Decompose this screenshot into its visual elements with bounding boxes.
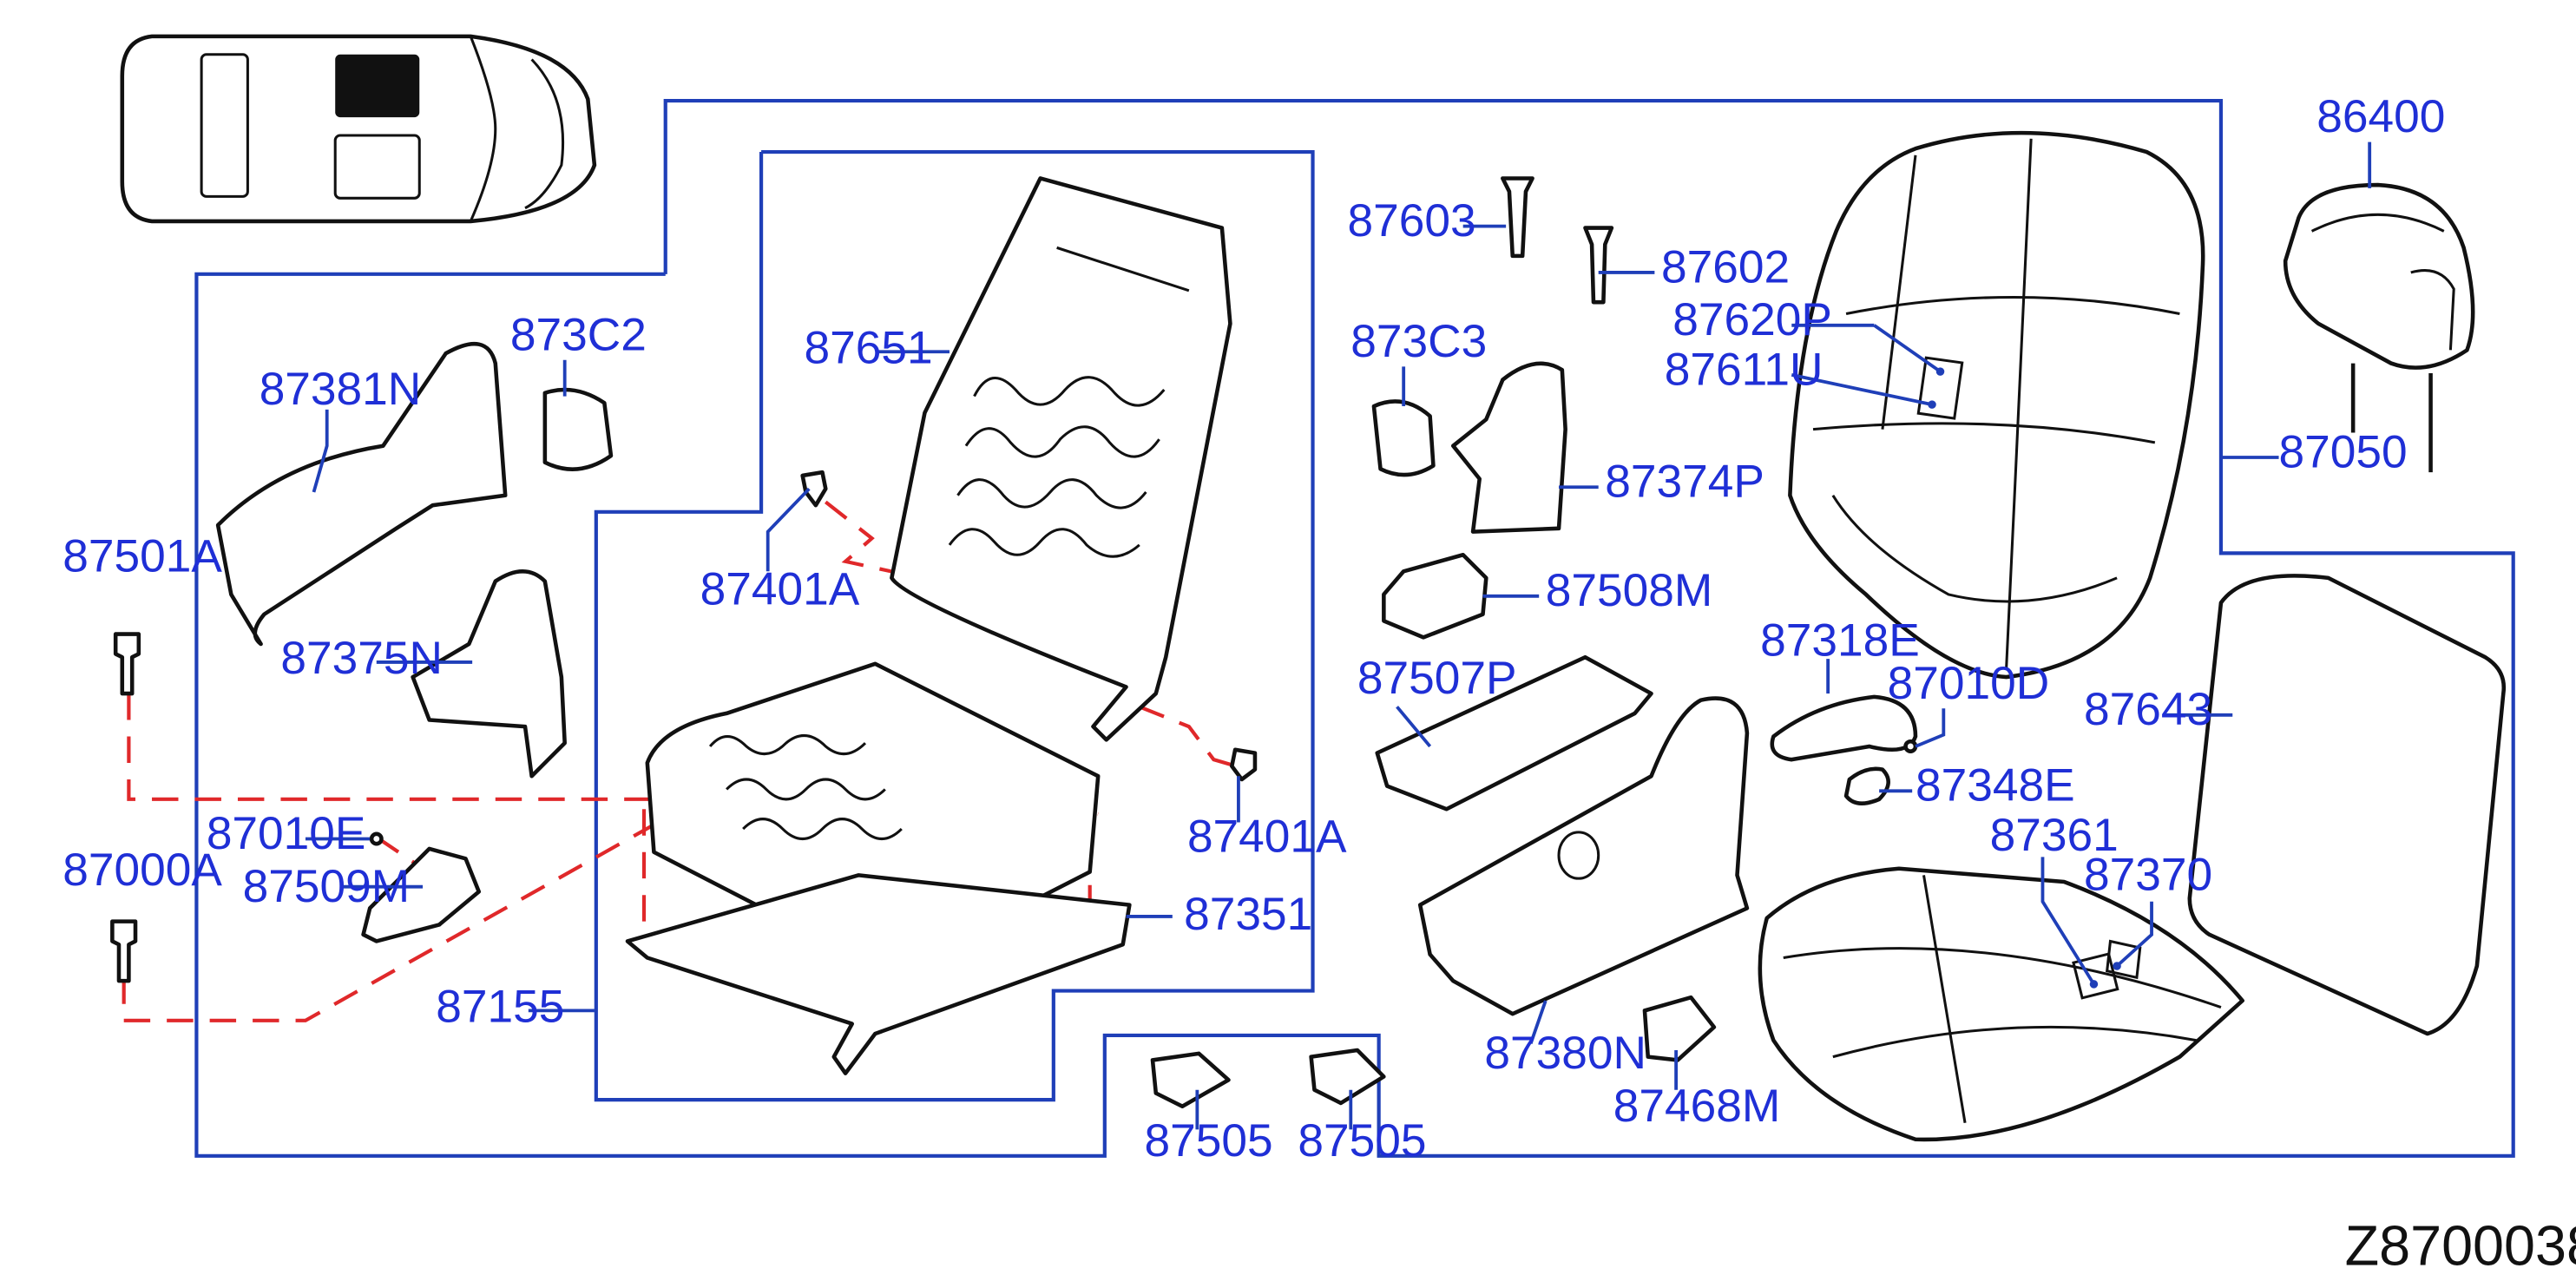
part-label-87509m[interactable]: 87509M bbox=[243, 861, 411, 912]
part-drawings bbox=[110, 130, 2507, 1142]
side-trim-upper-right-part bbox=[1371, 361, 1567, 534]
part-label-873c3[interactable]: 873C3 bbox=[1350, 316, 1487, 367]
part-label-87380n[interactable]: 87380N bbox=[1484, 1028, 1646, 1079]
bolts-part bbox=[1501, 176, 1614, 305]
part-label-87611u[interactable]: 87611U bbox=[1665, 344, 1824, 395]
part-label-87381n[interactable]: 87381N bbox=[260, 364, 422, 415]
part-label-87505-b[interactable]: 87505 bbox=[1298, 1115, 1426, 1166]
car-top-view-icon bbox=[120, 34, 597, 224]
part-label-87155[interactable]: 87155 bbox=[436, 982, 564, 1033]
part-label-87374p[interactable]: 87374P bbox=[1605, 457, 1764, 508]
part-label-87401a-left[interactable]: 87401A bbox=[700, 563, 860, 614]
part-label-87501a[interactable]: 87501A bbox=[62, 530, 222, 582]
part-label-87361[interactable]: 87361 bbox=[1990, 810, 2119, 861]
part-label-873c2[interactable]: 873C2 bbox=[510, 309, 647, 360]
part-label-87507p[interactable]: 87507P bbox=[1357, 653, 1517, 704]
part-label-87010e[interactable]: 87010E bbox=[207, 808, 366, 859]
handle-part bbox=[1770, 694, 1918, 805]
part-label-87468m[interactable]: 87468M bbox=[1613, 1081, 1781, 1132]
cushion-frame-part bbox=[625, 661, 1132, 1075]
diagram-code: Z8700038 bbox=[2345, 1213, 2576, 1277]
part-label-87370[interactable]: 87370 bbox=[2084, 849, 2212, 900]
part-label-87010d[interactable]: 87010D bbox=[1888, 658, 2050, 709]
side-trim-lower-left-part bbox=[411, 569, 567, 779]
clip-part-a bbox=[1150, 1051, 1231, 1109]
bracket-87508m-part bbox=[1382, 552, 1488, 640]
leader-endpoints bbox=[1928, 367, 2121, 989]
part-label-87602[interactable]: 87602 bbox=[1661, 241, 1790, 292]
seat-cushion-part bbox=[1758, 866, 2244, 1142]
part-label-87505-a[interactable]: 87505 bbox=[1144, 1115, 1272, 1166]
bracket-87509m-part bbox=[361, 831, 482, 943]
lever-87468m-part bbox=[1642, 995, 1717, 1062]
leader-lines bbox=[305, 141, 2372, 1130]
part-label-87508m[interactable]: 87508M bbox=[1546, 565, 1713, 616]
part-label-87620p[interactable]: 87620P bbox=[1672, 294, 1832, 345]
part-label-87351[interactable]: 87351 bbox=[1184, 889, 1312, 940]
part-label-87348e[interactable]: 87348E bbox=[1916, 760, 2075, 812]
side-cover-part bbox=[1417, 696, 1750, 1016]
part-label-87603[interactable]: 87603 bbox=[1347, 195, 1475, 246]
group-boxes bbox=[194, 98, 2515, 1158]
bolt-87501a-part bbox=[113, 632, 141, 696]
tray-87507p-part bbox=[1375, 654, 1653, 812]
side-trim-upper-left-part bbox=[215, 341, 614, 647]
part-label-87401a-right[interactable]: 87401A bbox=[1187, 812, 1347, 863]
bolt-87000a-part bbox=[110, 919, 138, 983]
part-label-87651[interactable]: 87651 bbox=[805, 323, 933, 374]
screw-parts bbox=[800, 470, 1258, 782]
clip-part-b bbox=[1309, 1048, 1386, 1106]
part-label-86400[interactable]: 86400 bbox=[2316, 91, 2445, 142]
part-label-87318e[interactable]: 87318E bbox=[1760, 614, 1920, 666]
part-label-87000a[interactable]: 87000A bbox=[62, 844, 222, 896]
seat-back-frame-part bbox=[890, 176, 1232, 742]
back-board-part bbox=[2187, 574, 2507, 1036]
part-label-87643[interactable]: 87643 bbox=[2084, 684, 2212, 735]
part-labels: 86400 87050 87620P 87611U 87643 87603 87… bbox=[62, 91, 2445, 1166]
part-label-87050[interactable]: 87050 bbox=[2279, 426, 2408, 477]
highlighted-seat-icon bbox=[335, 54, 420, 118]
part-label-87375n[interactable]: 87375N bbox=[280, 633, 443, 684]
seat-back-assembly-part bbox=[1788, 130, 2205, 680]
